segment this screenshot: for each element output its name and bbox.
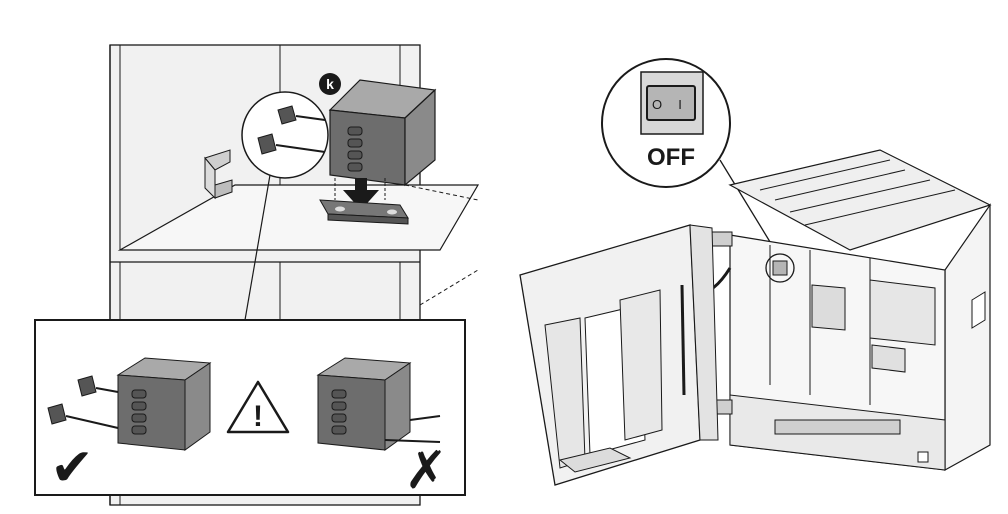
cabinet-shelf (117, 184, 480, 251)
switch-off-symbol: O (652, 97, 662, 112)
plug-connector-icon (257, 105, 326, 155)
cabinet-top (728, 149, 992, 251)
correct-connection-example (47, 357, 212, 451)
mounting-plate (319, 199, 409, 225)
cabinet-side (944, 203, 991, 472)
wall-bracket (204, 149, 233, 200)
connection-detail-inset: ✔ ! ✗ (34, 319, 466, 500)
step-marker-badge (319, 73, 341, 95)
warning-exclamation: ! (253, 400, 263, 433)
hinge-icon (711, 231, 733, 247)
wrong-connection-example (316, 357, 441, 451)
cross-mark-icon: ✗ (404, 442, 448, 500)
down-arrow-icon (343, 178, 379, 210)
switch-on-symbol: I (678, 97, 682, 112)
power-switch-callout: O I OFF (601, 58, 779, 256)
open-cabinet-view (519, 149, 992, 486)
plug-connector-icon (47, 375, 119, 429)
switch-state-label: OFF (647, 144, 695, 171)
switch-highlight-circle (765, 253, 795, 283)
switch-location (772, 260, 788, 276)
warning-triangle-icon: ! (226, 380, 290, 434)
connector-zoom-circle (241, 91, 329, 179)
rocker-switch-icon: O I (640, 71, 704, 135)
terminal-module (811, 284, 846, 331)
step-marker-label: k (326, 76, 334, 92)
door-handle (558, 447, 632, 473)
transformer-box (328, 79, 437, 187)
check-mark-icon: ✔ (50, 439, 94, 497)
